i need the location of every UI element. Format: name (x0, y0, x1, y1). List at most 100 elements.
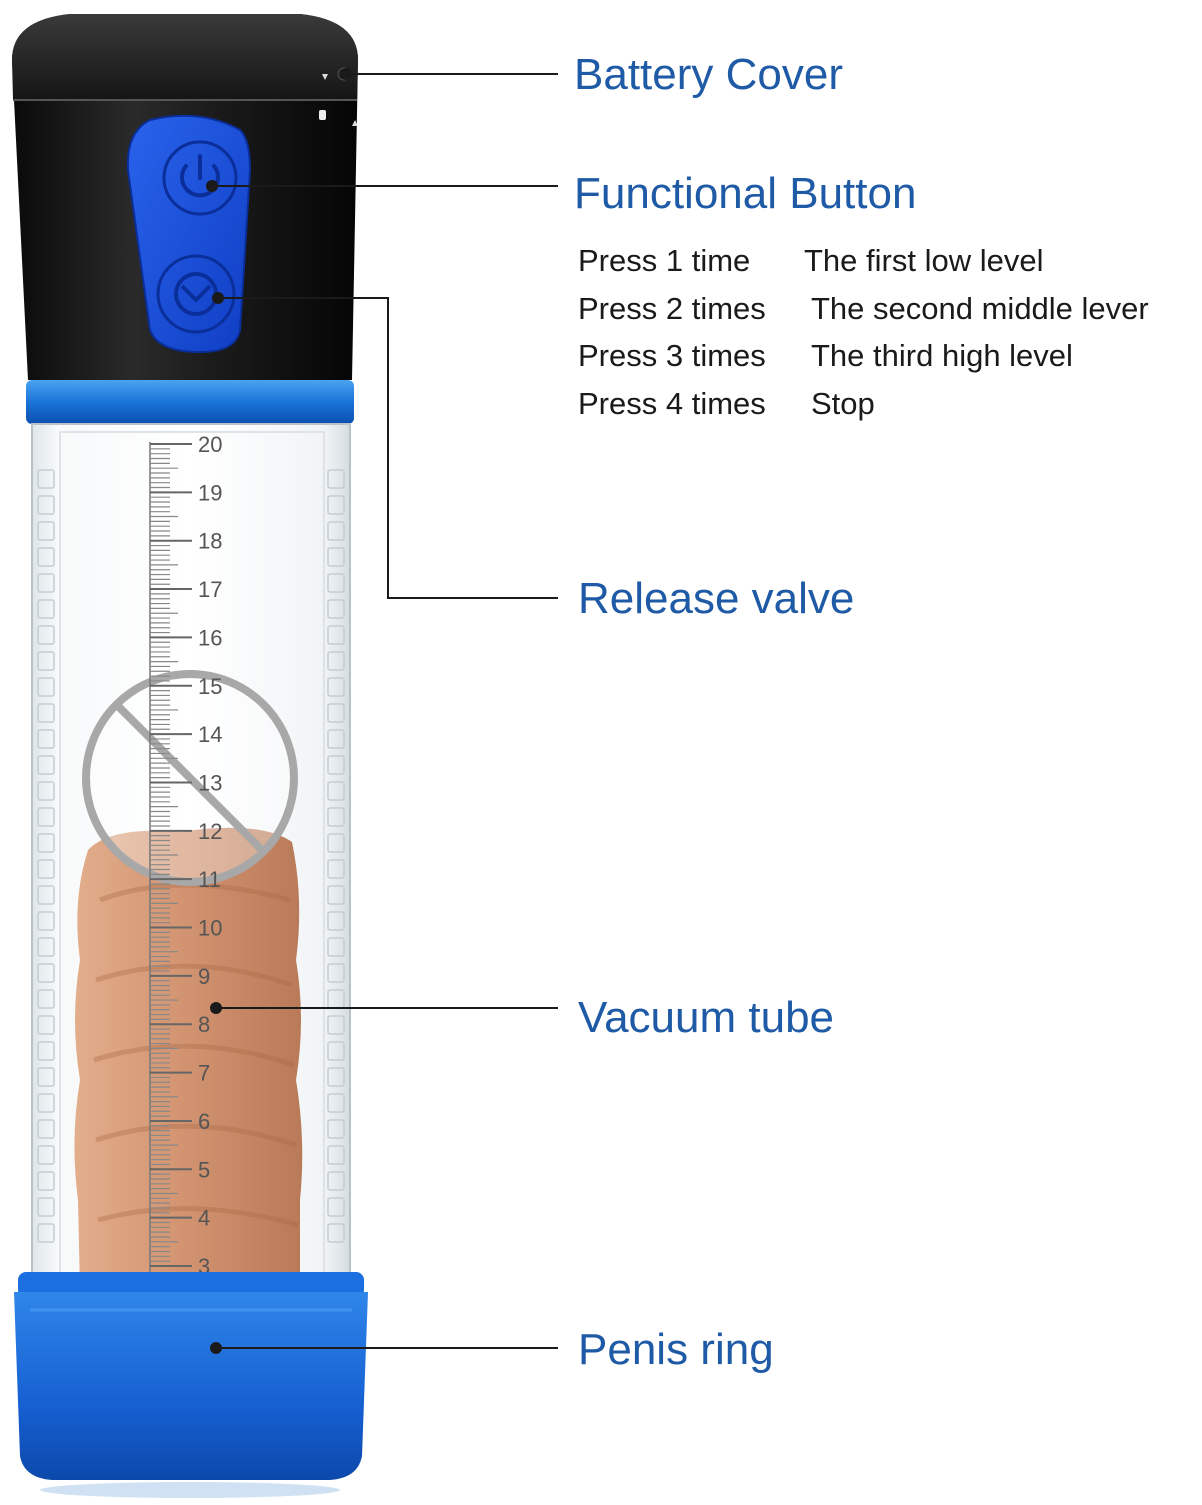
instruction-desc: The third high level (811, 338, 1073, 373)
arrow-icon (322, 74, 328, 80)
grip-cell (327, 599, 345, 619)
grip-cell (37, 703, 55, 723)
grip-cell (327, 677, 345, 697)
instruction-desc: The second middle lever (811, 291, 1149, 326)
scale-tick-label: 8 (198, 1012, 210, 1037)
grip-cell (37, 885, 55, 905)
grip-cell (37, 495, 55, 515)
grip-cell (37, 1119, 55, 1139)
grip-texture-right (327, 469, 345, 1243)
label-vacuum-tube: Vacuum tube (578, 993, 835, 1042)
grip-cell (37, 729, 55, 749)
instruction-press: Press 3 times (578, 338, 766, 373)
grip-cell (327, 755, 345, 775)
grip-cell (327, 1171, 345, 1191)
grip-cell (327, 573, 345, 593)
scale-tick-label: 16 (198, 625, 222, 650)
leader-dots (206, 68, 352, 1354)
scale-tick-label: 11 (198, 867, 221, 892)
grip-cell (327, 547, 345, 567)
grip-cell (327, 885, 345, 905)
grip-cell (37, 1093, 55, 1113)
scale-tick-label: 6 (198, 1109, 210, 1134)
instruction-row-3: Press 3 times The third high level (578, 340, 1073, 371)
grip-cell (37, 755, 55, 775)
grip-cell (327, 963, 345, 983)
prohibited-icon (82, 670, 298, 886)
instruction-row-1: Press 1 time The first low level (578, 245, 1043, 276)
grip-cell (327, 807, 345, 827)
label-functional-button: Functional Button (574, 169, 917, 218)
grip-cell (37, 547, 55, 567)
penis-ring (14, 1272, 368, 1498)
grip-cell (37, 1041, 55, 1061)
instruction-desc: The first low level (804, 243, 1044, 278)
scale-tick-label: 5 (198, 1157, 210, 1182)
grip-cell (327, 781, 345, 801)
label-battery-cover: Battery Cover (574, 50, 843, 99)
grip-cell (327, 911, 345, 931)
grip-cell (327, 1093, 345, 1113)
blue-band (26, 380, 354, 424)
grip-cell (37, 651, 55, 671)
scale-tick-label: 9 (198, 964, 210, 989)
scale-tick-label: 15 (198, 674, 222, 699)
scale-tick-label: 12 (198, 819, 222, 844)
label-release-valve: Release valve (578, 574, 855, 623)
grip-cell (37, 833, 55, 853)
grip-cell (327, 1041, 345, 1061)
grip-cell (37, 859, 55, 879)
instruction-press: Press 2 times (578, 291, 766, 326)
grip-cell (37, 989, 55, 1009)
grip-cell (327, 1197, 345, 1217)
grip-cell (37, 1223, 55, 1243)
grip-texture-left (37, 469, 55, 1243)
grip-cell (327, 703, 345, 723)
grip-cell (37, 1015, 55, 1035)
grip-cell (327, 1067, 345, 1087)
grip-cell (327, 469, 345, 489)
instruction-press: Press 4 times (578, 386, 766, 421)
instruction-row-4: Press 4 times Stop (578, 388, 875, 419)
grip-cell (327, 859, 345, 879)
scale-tick-label: 10 (198, 916, 222, 941)
lock-icon (319, 110, 326, 120)
power-icon[interactable] (180, 154, 220, 198)
grip-cell (327, 495, 345, 515)
grip-cell (327, 1145, 345, 1165)
grip-cell (327, 521, 345, 541)
grip-cell (327, 729, 345, 749)
scale-tick-label: 20 (198, 432, 222, 457)
grip-cell (327, 1119, 345, 1139)
instruction-row-2: Press 2 times The second middle lever (578, 293, 1149, 324)
scale-tick-label: 13 (198, 770, 222, 795)
label-penis-ring: Penis ring (578, 1325, 774, 1374)
grip-cell (327, 937, 345, 957)
grip-cell (37, 469, 55, 489)
instruction-press: Press 1 time (578, 243, 751, 278)
grip-cell (37, 807, 55, 827)
scale-tick-label: 19 (198, 480, 222, 505)
scale-tick-label: 7 (198, 1061, 210, 1086)
grip-cell (37, 521, 55, 541)
grip-cell (37, 1171, 55, 1191)
grip-cell (37, 1197, 55, 1217)
scale-tick-label: 18 (198, 529, 222, 554)
grip-cell (327, 833, 345, 853)
grip-cell (327, 625, 345, 645)
grip-cell (327, 1223, 345, 1243)
grip-cell (37, 781, 55, 801)
grip-cell (327, 1015, 345, 1035)
grip-cell (37, 599, 55, 619)
grip-cell (37, 625, 55, 645)
grip-cell (37, 1067, 55, 1087)
grip-cell (37, 911, 55, 931)
grip-cell (327, 651, 345, 671)
instruction-desc: Stop (811, 386, 875, 421)
grip-cell (37, 573, 55, 593)
grip-cell (37, 677, 55, 697)
grip-cell (37, 1145, 55, 1165)
